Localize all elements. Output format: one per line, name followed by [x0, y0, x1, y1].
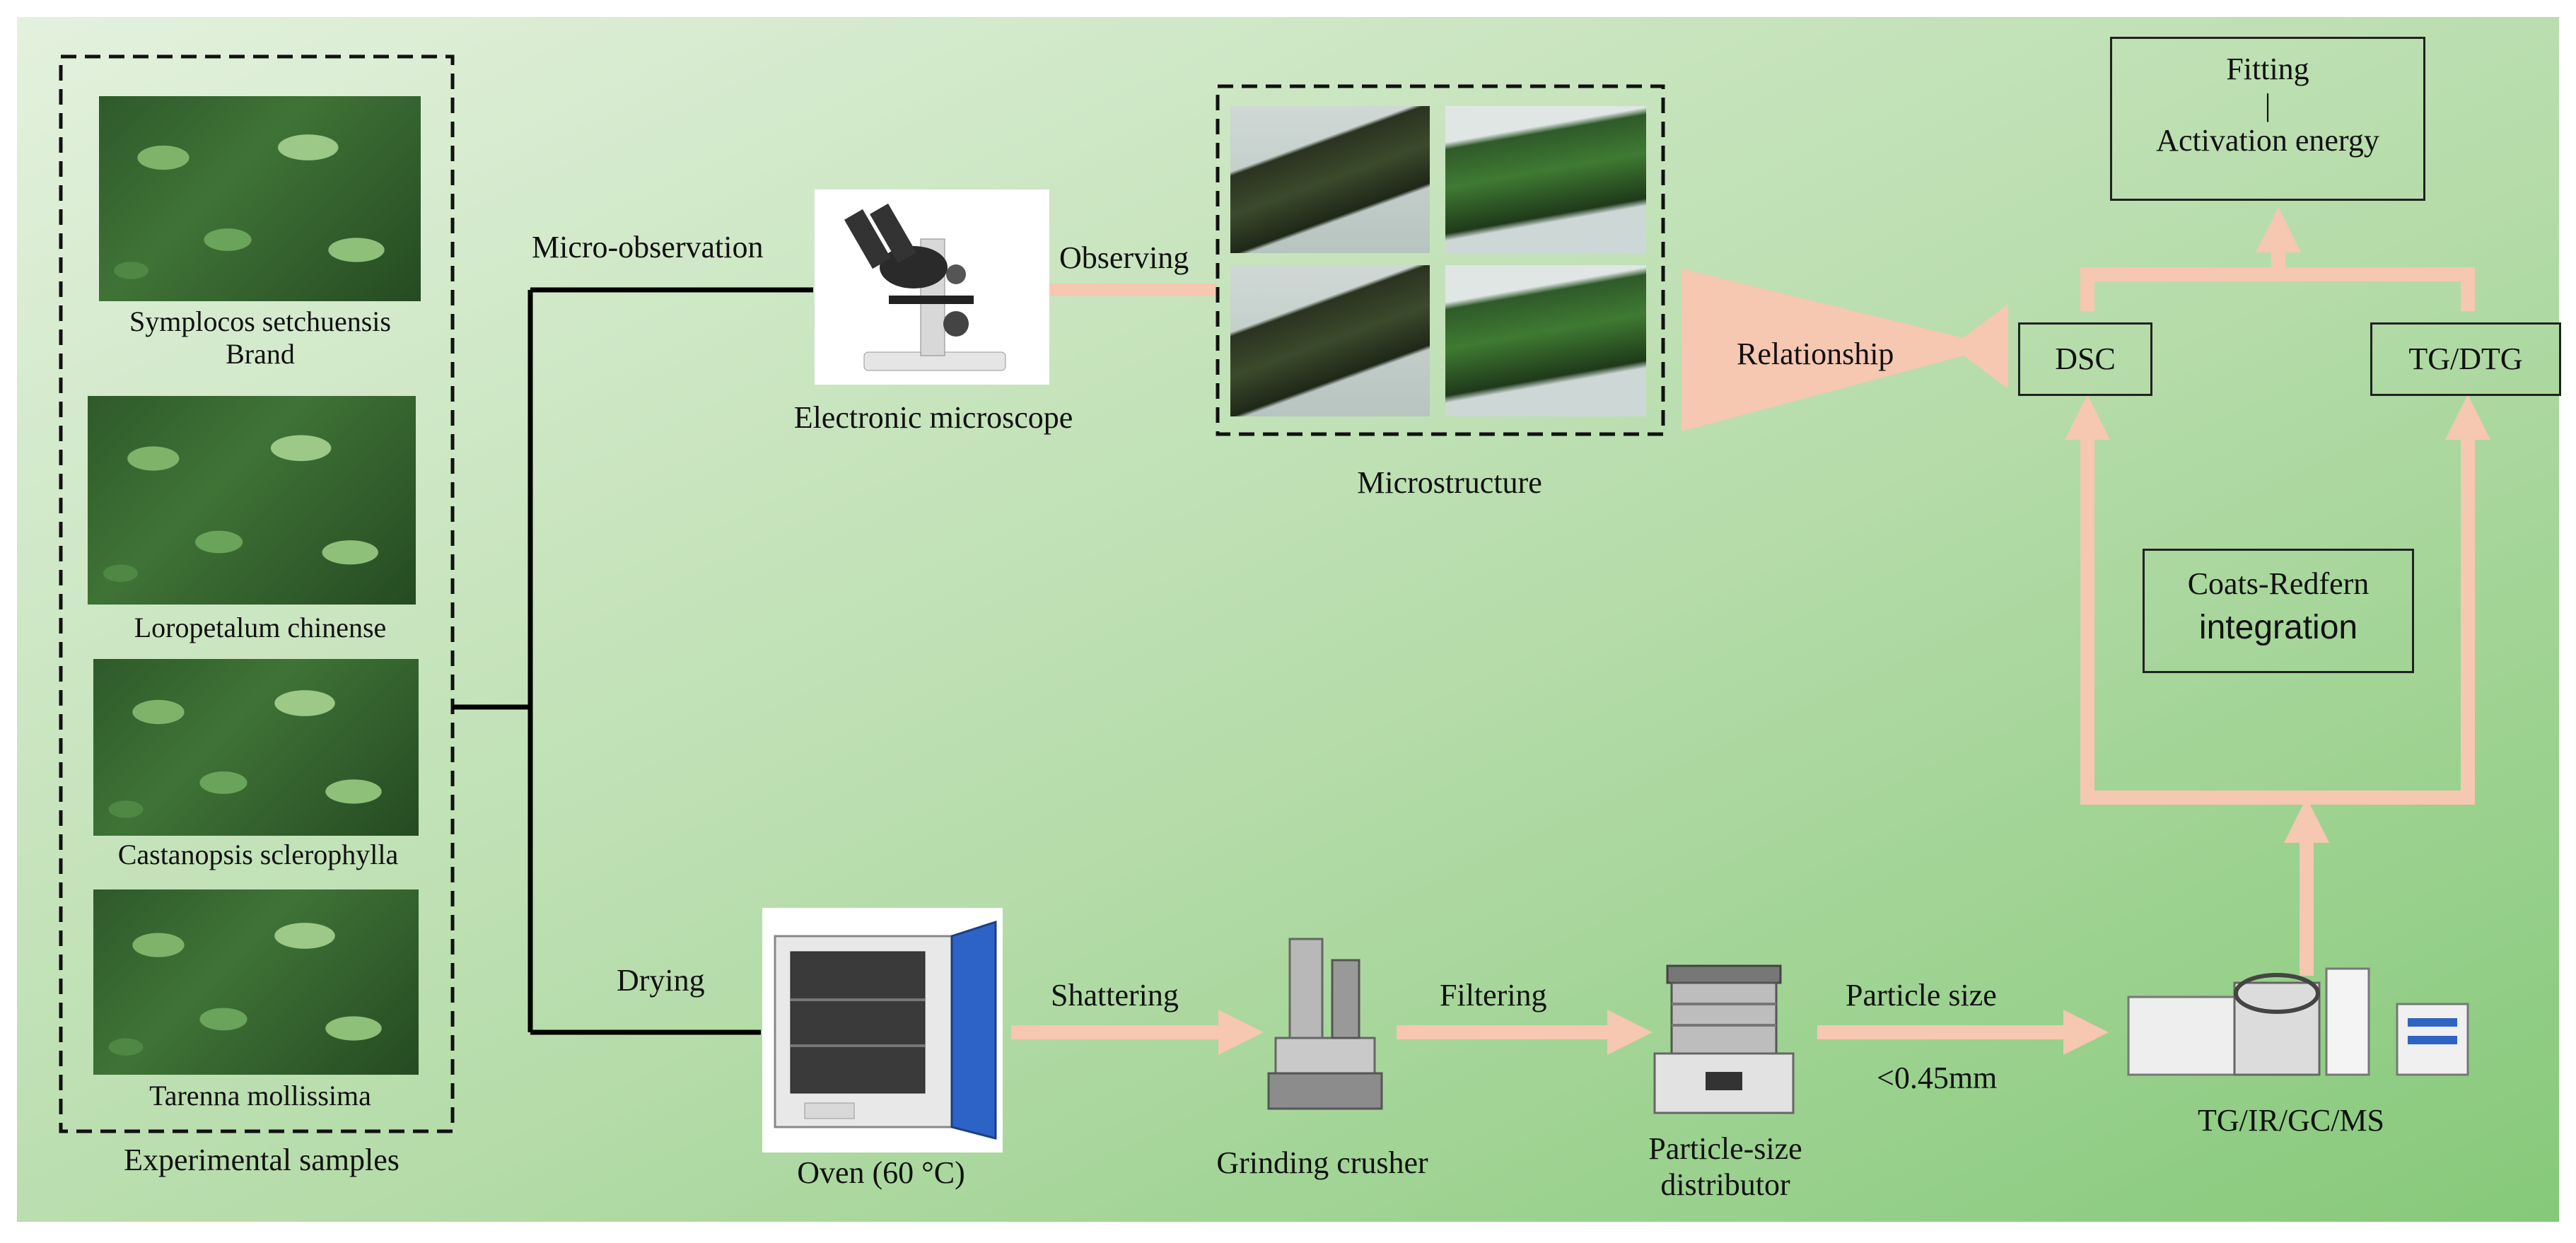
- dsc-box: DSC: [2018, 322, 2152, 396]
- coats-redfern-label: Coats-Redfern: [2187, 566, 2370, 601]
- microscope-icon: [844, 203, 1006, 371]
- oven-image: [762, 908, 1003, 1152]
- particle-size-label: Particle size: [1846, 978, 1997, 1013]
- sample-label-symplocos: Symplocos setchuensis Brand: [83, 305, 437, 370]
- sample-label-castanopsis: Castanopsis sclerophylla: [117, 839, 399, 870]
- analyzer-icon: [2127, 967, 2469, 1076]
- sample-photo-castanopsis: [93, 659, 419, 836]
- fitting-label: Fitting: [2226, 52, 2309, 86]
- relationship-shape: [1682, 269, 1998, 431]
- sample-photo-symplocos: [99, 96, 421, 301]
- fitting-separator: |: [2264, 87, 2271, 122]
- crusher-caption: Grinding crusher: [1216, 1145, 1428, 1180]
- samples-frame: [59, 54, 455, 1133]
- coats-redfern-box: Coats-Redfern integration: [2143, 549, 2414, 673]
- distributor-image: [1640, 955, 1807, 1121]
- microstructure-frame: [1216, 84, 1665, 436]
- observing-label: Observing: [1059, 240, 1189, 275]
- microstructure-caption: Microstructure: [1357, 465, 1542, 500]
- microscope-caption: Electronic microscope: [793, 400, 1073, 435]
- activation-energy-label: Activation energy: [2156, 123, 2379, 158]
- feedback-arrows: [2064, 206, 2491, 976]
- distributor-caption-line1: Particle-size: [1648, 1131, 1802, 1166]
- distributor-caption: Particle-size distributor: [1584, 1131, 1867, 1203]
- microscope-image: [815, 189, 1049, 385]
- crusher-image: [1254, 932, 1396, 1117]
- integration-label: integration: [2198, 608, 2358, 646]
- sample-photo-tarenna: [93, 889, 419, 1075]
- sample-photo-loropetalum: [88, 396, 416, 605]
- distributor-caption-line2: distributor: [1660, 1167, 1790, 1202]
- microstructure-image-4: [1445, 265, 1646, 416]
- sample-label-tarenna: Tarenna mollissima: [149, 1080, 371, 1111]
- filtering-label: Filtering: [1440, 978, 1547, 1013]
- instrument-image: [2121, 962, 2475, 1089]
- shattering-label: Shattering: [1051, 978, 1179, 1013]
- microstructure-image-1: [1230, 106, 1430, 253]
- sample-label-line1: Symplocos setchuensis: [129, 305, 391, 337]
- oven-icon: [774, 920, 997, 1140]
- particle-size-value: <0.45mm: [1877, 1061, 1998, 1095]
- microstructure-image-3: [1230, 265, 1430, 416]
- branch-label-drying: Drying: [617, 963, 705, 998]
- instrument-caption: TG/IR/GC/MS: [2197, 1103, 2385, 1138]
- sieve-icon: [1653, 964, 1795, 1114]
- microstructure-image-2: [1445, 106, 1646, 253]
- crusher-icon: [1267, 938, 1383, 1110]
- relationship-label: Relationship: [1737, 337, 1894, 371]
- oven-caption: Oven (60 °C): [797, 1155, 965, 1190]
- fitting-box: Fitting | Activation energy: [2110, 37, 2425, 201]
- sample-label-line2: Brand: [226, 338, 295, 370]
- branch-lines: [453, 287, 813, 1035]
- branch-label-micro-observation: Micro-observation: [532, 230, 764, 264]
- relationship-shape-right: [1952, 304, 2008, 389]
- tg-dtg-box: TG/DTG: [2370, 322, 2561, 396]
- sample-label-loropetalum: Loropetalum chinense: [134, 612, 387, 643]
- samples-caption: Experimental samples: [124, 1143, 400, 1177]
